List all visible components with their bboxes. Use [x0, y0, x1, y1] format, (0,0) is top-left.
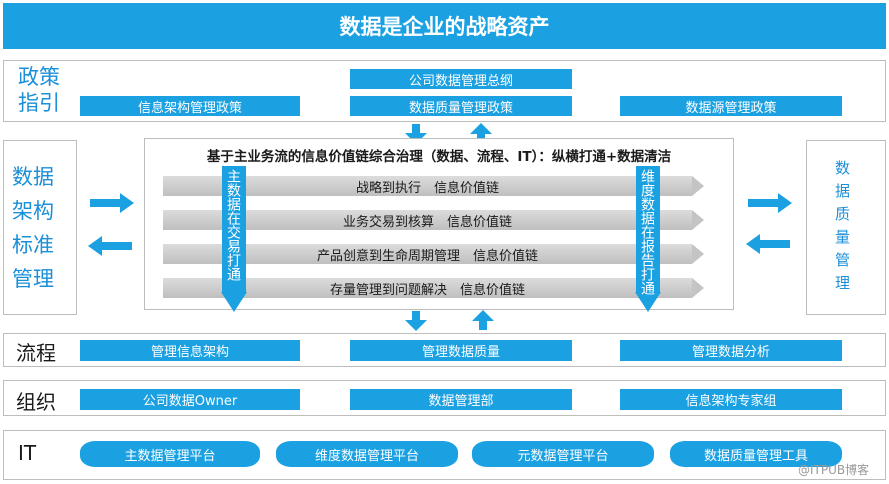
dimension-data-label: 维度数据在报告打通	[639, 169, 655, 295]
data-quality-label: 数据质量管理	[833, 160, 851, 298]
value-chain-label: 存量管理到问题解决 信息价值链	[163, 278, 692, 298]
policy-item-info-architecture: 信息架构管理政策	[80, 96, 300, 116]
data-architecture-label: 数据架构标准管理	[12, 165, 54, 291]
it-platform: 元数据管理平台	[472, 441, 654, 467]
up-arrow-icon	[472, 310, 494, 330]
value-chain-arrow: 存量管理到问题解决 信息价值链	[163, 278, 704, 298]
process-item: 管理数据分析	[620, 340, 842, 361]
value-chain-heading: 基于主业务流的信息价值链综合治理（数据、流程、IT）：纵横打通+数据清洁	[206, 149, 672, 165]
left-arrow-icon	[88, 236, 132, 256]
it-label: IT	[18, 441, 37, 465]
organization-label: 组织	[16, 390, 56, 414]
value-chain-arrow: 产品创意到生命周期管理 信息价值链	[163, 244, 704, 264]
down-arrow-icon	[405, 311, 427, 331]
it-platform: 数据质量管理工具	[670, 441, 842, 467]
master-data-arrow	[221, 166, 247, 312]
right-arrow-icon	[748, 193, 792, 213]
data-architecture-panel	[3, 140, 77, 315]
policy-top-item: 公司数据管理总纲	[350, 69, 572, 89]
organization-item: 信息架构专家组	[620, 389, 842, 410]
policy-label: 政策 指引	[18, 65, 60, 115]
policy-item-data-source: 数据源管理政策	[620, 96, 842, 116]
data-quality-panel	[806, 140, 886, 315]
value-chain-arrow: 业务交易到核算 信息价值链	[163, 210, 704, 230]
left-arrow-icon	[746, 234, 790, 254]
right-arrow-icon	[90, 193, 134, 213]
organization-item: 数据管理部	[350, 389, 572, 410]
page-title: 数据是企业的战略资产	[3, 3, 886, 49]
process-label: 流程	[16, 341, 56, 365]
process-item: 管理数据质量	[350, 340, 572, 361]
dimension-data-arrow	[635, 166, 661, 312]
value-chain-label: 业务交易到核算 信息价值链	[163, 210, 692, 230]
master-data-label: 主数据在交易打通	[225, 169, 241, 281]
value-chain-arrow: 战略到执行 信息价值链	[163, 176, 704, 196]
value-chain-label: 战略到执行 信息价值链	[163, 176, 692, 196]
watermark: @ITPUB博客	[798, 463, 870, 477]
value-chain-label: 产品创意到生命周期管理 信息价值链	[163, 244, 692, 264]
process-item: 管理信息架构	[80, 340, 300, 361]
it-platform: 主数据管理平台	[80, 441, 260, 467]
policy-item-data-quality: 数据质量管理政策	[350, 96, 572, 116]
it-platform: 维度数据管理平台	[276, 441, 458, 467]
organization-item: 公司数据Owner	[80, 389, 300, 410]
